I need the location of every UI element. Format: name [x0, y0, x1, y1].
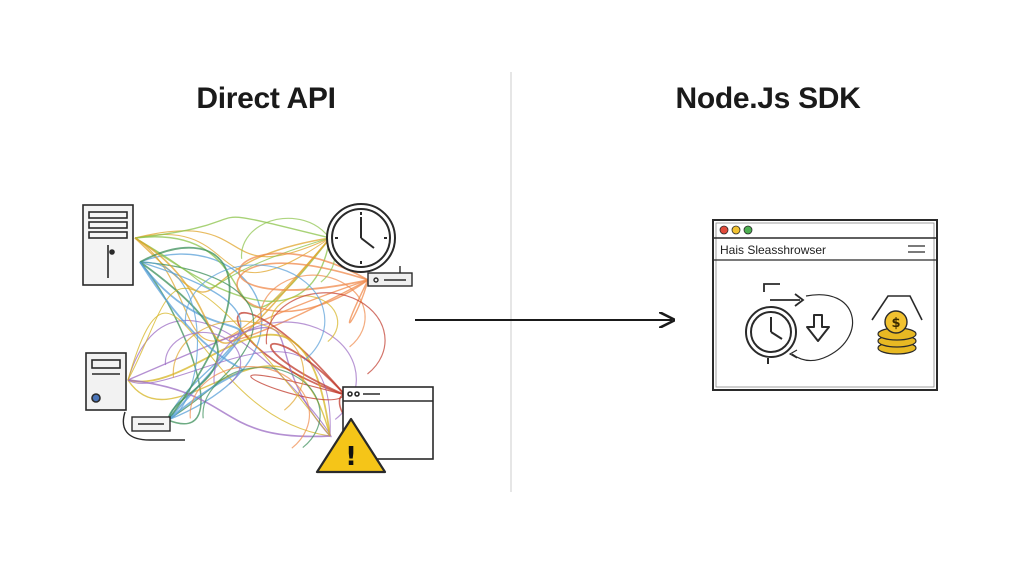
tangle-line	[139, 261, 219, 421]
coin-stack-icon: $	[871, 295, 923, 355]
tangle-line	[134, 237, 331, 344]
svg-text:$: $	[891, 316, 900, 331]
keyboard-icon	[122, 411, 185, 441]
window-minimize-dot	[731, 225, 741, 235]
tangle-line	[139, 261, 244, 421]
tangle-loop	[189, 366, 310, 449]
warning-icon: !	[315, 417, 387, 474]
tangle-line	[269, 342, 346, 396]
tangle-line	[127, 319, 332, 438]
tangle-line	[236, 262, 369, 313]
tangle-line	[139, 246, 231, 421]
svg-text:!: !	[345, 442, 357, 472]
tangle-loop	[270, 295, 339, 343]
clock-icon	[326, 203, 396, 273]
tangle-line	[139, 261, 255, 421]
tangle-line	[127, 379, 331, 438]
tangle-loop	[202, 366, 321, 449]
dollar-icon: $	[884, 310, 908, 334]
transfer-arrow-icon	[763, 283, 805, 307]
tangle-loop	[265, 292, 386, 375]
clock-icon	[745, 294, 854, 364]
tangle-loop	[164, 331, 242, 385]
direct-api-title: Direct API	[196, 82, 336, 115]
tangle-line	[250, 374, 346, 401]
down-arrow-icon	[806, 314, 830, 342]
tangle-line	[127, 333, 331, 437]
tangle-line	[127, 312, 331, 437]
desktop-computer-icon	[85, 352, 127, 411]
tangle-loop	[172, 320, 305, 411]
panel-divider	[510, 72, 512, 492]
tangled-connections	[127, 216, 386, 449]
tangle-line	[134, 216, 331, 239]
tangle-loop	[259, 274, 366, 348]
tangle-loop	[240, 217, 336, 283]
nodejs-sdk-title: Node.Js SDK	[675, 82, 861, 115]
tangle-loop	[184, 264, 326, 361]
tangle-line	[127, 326, 331, 437]
tangle-line	[134, 230, 331, 258]
window-close-dot	[719, 225, 729, 235]
server-tower-icon	[82, 204, 134, 286]
tangle-line	[238, 252, 369, 291]
tangle-line	[127, 287, 331, 437]
window-maximize-dot	[743, 225, 753, 235]
tangle-line	[134, 233, 331, 274]
tangle-line	[134, 237, 331, 289]
browser-title-text: Hais Sleasshrowser	[720, 243, 826, 257]
sdk-browser-window: Hais Sleasshrowser	[712, 219, 938, 391]
network-switch-icon	[367, 266, 413, 287]
tangle-line	[228, 279, 369, 342]
